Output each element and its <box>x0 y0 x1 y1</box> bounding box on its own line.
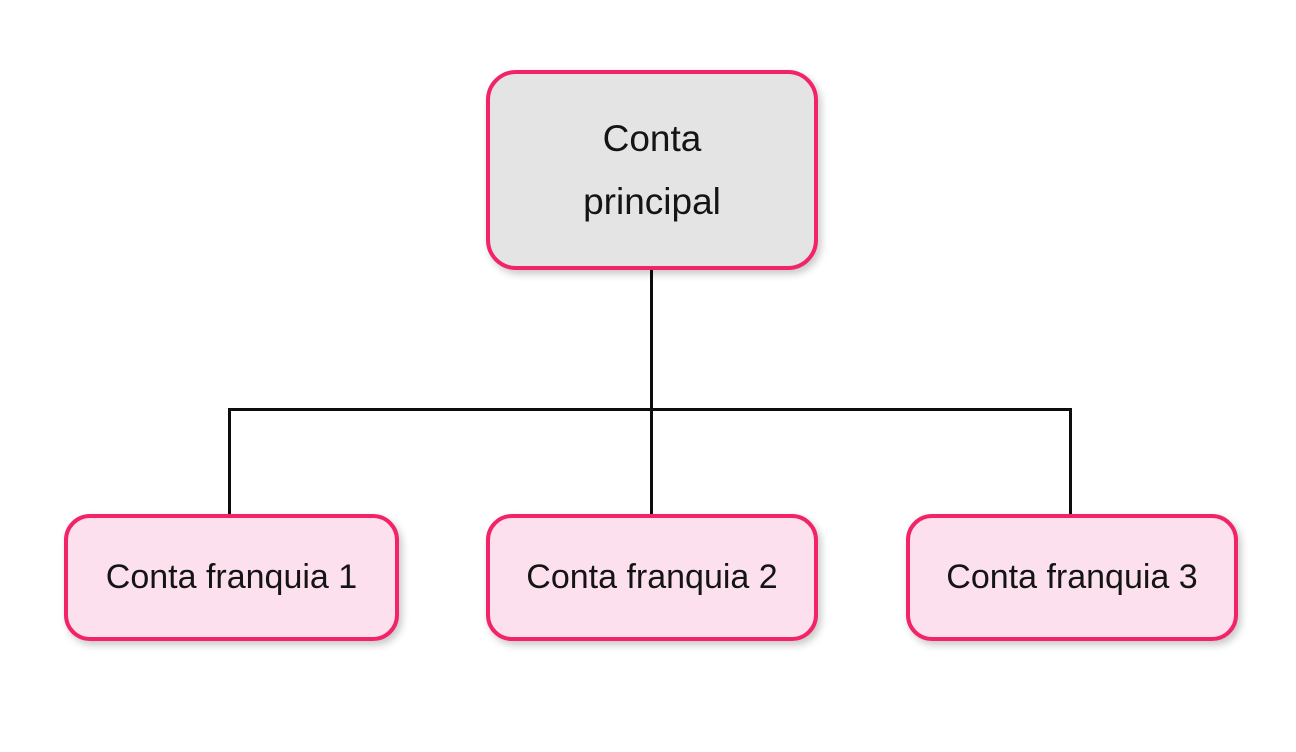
node-conta-franquia-1: Conta franquia 1 <box>64 514 399 641</box>
node-conta-franquia-1-label: Conta franquia 1 <box>105 558 358 596</box>
node-conta-franquia-2: Conta franquia 2 <box>486 514 818 641</box>
node-conta-principal-label: Conta principal <box>583 118 721 222</box>
node-conta-franquia-3: Conta franquia 3 <box>906 514 1238 641</box>
node-conta-franquia-2-label: Conta franquia 2 <box>526 558 778 596</box>
connector-horizontal-bus <box>228 408 1072 411</box>
connector-root-to-franquia-2 <box>650 268 653 516</box>
connector-drop-franquia-3 <box>1069 408 1072 516</box>
connector-drop-franquia-1 <box>228 408 231 516</box>
node-conta-franquia-3-label: Conta franquia 3 <box>946 558 1198 596</box>
node-conta-principal: Conta principal <box>486 70 818 270</box>
